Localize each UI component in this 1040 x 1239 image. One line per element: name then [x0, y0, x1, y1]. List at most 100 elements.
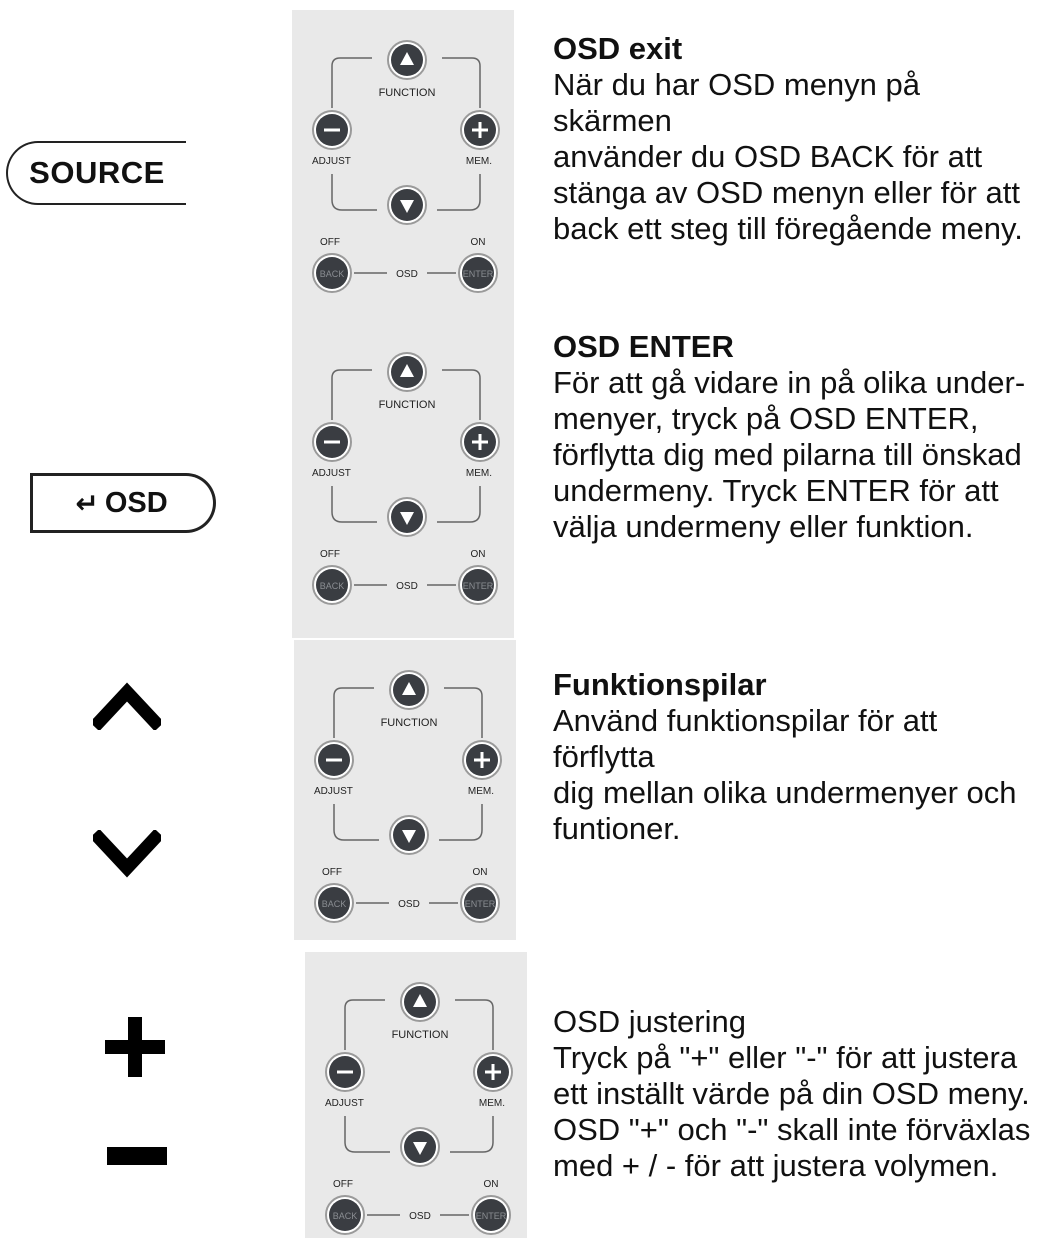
- off-label: OFF: [322, 867, 342, 878]
- section-line: undermeny. Tryck ENTER för att: [553, 473, 999, 508]
- triangle-down-icon: [402, 830, 416, 843]
- section-line: dig mellan olika undermenyer och: [553, 775, 1017, 810]
- osd-back-button: BACK: [314, 883, 354, 923]
- on-label: ON: [473, 867, 488, 878]
- on-label: ON: [471, 237, 486, 248]
- section-line: välja undermeny eller funktion.: [553, 509, 974, 544]
- function-up-button: [389, 670, 429, 710]
- mem-label: MEM.: [466, 156, 492, 167]
- enter-arrow-icon: ↵: [75, 487, 99, 519]
- adjust-minus-button: [312, 110, 352, 150]
- minus-small-icon: [324, 128, 340, 132]
- adjust-minus-button: [314, 740, 354, 780]
- off-label: OFF: [320, 549, 340, 560]
- section-line: funtioner.: [553, 811, 681, 846]
- mem-plus-button: [460, 422, 500, 462]
- section-line: förflytta dig med pilarna till önskad: [553, 437, 1022, 472]
- arrow-up-icon: [93, 682, 161, 730]
- section-title: Funktionspilar: [553, 667, 767, 702]
- arrow-down-icon: [93, 830, 161, 878]
- section-line: ett inställt värde på din OSD meny.: [553, 1076, 1030, 1111]
- section-title: OSD exit: [553, 31, 683, 66]
- osd-back-button: BACK: [312, 565, 352, 605]
- triangle-down-icon: [413, 1142, 427, 1155]
- function-label: FUNCTION: [379, 399, 436, 411]
- section-function-arrows: Funktionspilar Använd funktionspilar för…: [553, 667, 1038, 847]
- mem-plus-button: [460, 110, 500, 150]
- mem-plus-button: [473, 1052, 513, 1092]
- mem-label: MEM.: [468, 786, 494, 797]
- back-label: BACK: [333, 1211, 358, 1221]
- section-line: När du har OSD menyn på skärmen: [553, 67, 921, 138]
- section-line: OSD "+" och "-" skall inte förväxlas: [553, 1112, 1031, 1147]
- adjust-label: ADJUST: [312, 156, 351, 167]
- triangle-up-icon: [400, 364, 414, 377]
- osd-back-button: BACK: [325, 1195, 365, 1235]
- osd-enter-button: ENTER: [458, 253, 498, 293]
- section-line: använder du OSD BACK för att: [553, 139, 983, 174]
- triangle-down-icon: [400, 200, 414, 213]
- osd-small-label: OSD: [396, 581, 418, 592]
- mem-label: MEM.: [479, 1098, 505, 1109]
- section-line: stänga av OSD menyn eller för att: [553, 175, 1020, 210]
- function-label: FUNCTION: [381, 717, 438, 729]
- enter-label: ENTER: [463, 269, 494, 279]
- minus-icon: [107, 1147, 167, 1165]
- osd-label: OSD: [104, 486, 168, 519]
- osd-enter-button: ENTER: [458, 565, 498, 605]
- section-title: OSD ENTER: [553, 329, 734, 364]
- adjust-minus-button: [312, 422, 352, 462]
- function-down-button: [387, 185, 427, 225]
- osd-enter-button: ENTER: [460, 883, 500, 923]
- osd-small-label: OSD: [396, 269, 418, 280]
- function-up-button: [400, 982, 440, 1022]
- mem-plus-button: [462, 740, 502, 780]
- minus-small-icon: [324, 440, 340, 444]
- osd-enter-button: ENTER: [471, 1195, 511, 1235]
- section-osd-adjust: OSD justering Tryck på "+" eller "-" för…: [553, 1004, 1038, 1184]
- section-title: OSD justering: [553, 1004, 746, 1039]
- enter-label: ENTER: [463, 581, 494, 591]
- triangle-down-icon: [400, 512, 414, 525]
- off-label: OFF: [333, 1179, 353, 1190]
- function-up-button: [387, 40, 427, 80]
- back-label: BACK: [320, 269, 345, 279]
- section-osd-enter: OSD ENTER För att gå vidare in på olika …: [553, 329, 1038, 545]
- control-panel-1: FUNCTION ADJUST MEM. OFF ON BACK ENTER OSD: [292, 10, 514, 322]
- enter-label: ENTER: [465, 899, 496, 909]
- section-line: För att gå vidare in på olika under-: [553, 365, 1026, 400]
- triangle-up-icon: [413, 994, 427, 1007]
- source-button-icon: SOURCE: [6, 141, 186, 205]
- section-line: Använd funktionspilar för att förflytta: [553, 703, 938, 774]
- back-label: BACK: [320, 581, 345, 591]
- control-panel-4: FUNCTION ADJUST MEM. OFF ON BACK ENTER OSD: [305, 952, 527, 1238]
- osd-enter-button-icon: ↵ OSD: [30, 473, 216, 533]
- source-label: SOURCE: [29, 155, 165, 190]
- osd-small-label: OSD: [398, 899, 420, 910]
- function-label: FUNCTION: [392, 1029, 449, 1041]
- function-label: FUNCTION: [379, 87, 436, 99]
- function-up-button: [387, 352, 427, 392]
- section-line: back ett steg till föregående meny.: [553, 211, 1023, 246]
- triangle-up-icon: [400, 52, 414, 65]
- adjust-label: ADJUST: [312, 468, 351, 479]
- adjust-label: ADJUST: [314, 786, 353, 797]
- section-line: med + / - för att justera volymen.: [553, 1148, 999, 1183]
- section-line: menyer, tryck på OSD ENTER,: [553, 401, 979, 436]
- section-line: Tryck på "+" eller "-" för att justera: [553, 1040, 1018, 1075]
- adjust-minus-button: [325, 1052, 365, 1092]
- control-panel-3: FUNCTION ADJUST MEM. OFF ON BACK ENTER OSD: [294, 640, 516, 940]
- section-osd-exit: OSD exit När du har OSD menyn på skärmen…: [553, 31, 1038, 247]
- function-down-button: [387, 497, 427, 537]
- minus-small-icon: [337, 1070, 353, 1074]
- osd-small-label: OSD: [409, 1211, 431, 1222]
- adjust-label: ADJUST: [325, 1098, 364, 1109]
- off-label: OFF: [320, 237, 340, 248]
- minus-small-icon: [326, 758, 342, 762]
- enter-label: ENTER: [476, 1211, 507, 1221]
- on-label: ON: [484, 1179, 499, 1190]
- osd-back-button: BACK: [312, 253, 352, 293]
- mem-label: MEM.: [466, 468, 492, 479]
- on-label: ON: [471, 549, 486, 560]
- control-panel-2: FUNCTION ADJUST MEM. OFF ON BACK ENTER OSD: [292, 322, 514, 638]
